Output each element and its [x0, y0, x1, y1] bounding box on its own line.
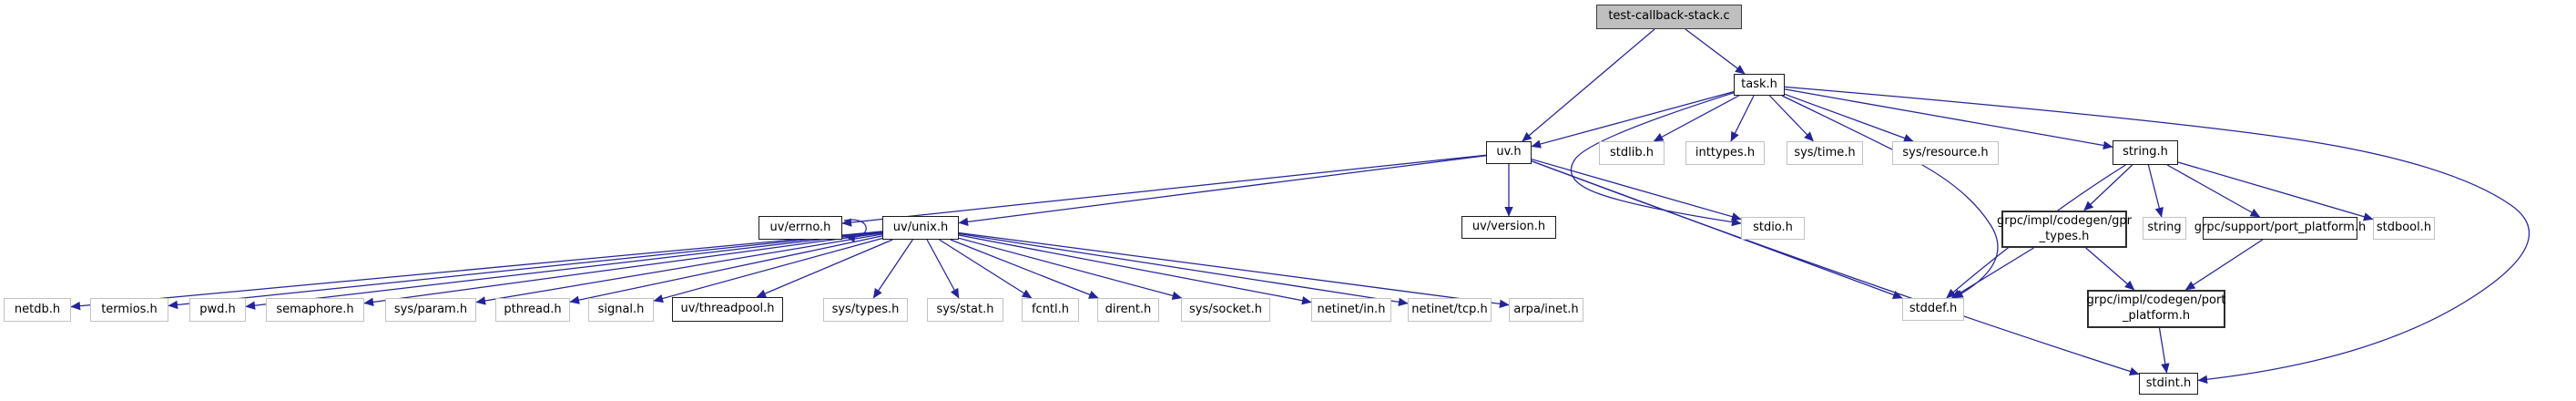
graph-node-netinet-tcp-h: netinet/tcp.h: [1408, 298, 1492, 322]
graph-node-grpc-impl-codegen-gpr_types-h[interactable]: grpc/impl/codegen/gpr _types.h: [1997, 211, 2132, 248]
graph-node-semaphore-h: semaphore.h: [266, 298, 364, 322]
include-edge-string-h-to-stdbool-h: [2177, 161, 2374, 221]
include-edge-task-h-to-stddef-h: [1781, 95, 1999, 299]
include-edge-uv-unix-h-to-pthread-h: [569, 235, 883, 304]
include-edge-uv-unix-h-to-arpa-inet-h: [958, 231, 1510, 308]
include-edge-uv-unix-h-to-sys-types-h: [872, 239, 913, 299]
include-edge-uv-unix-h-to-sys-param-h: [475, 233, 883, 305]
graph-node-stddef-h: stddef.h: [1902, 298, 1964, 321]
include-edge-uv-unix-h-to-termios-h: [168, 231, 883, 310]
graph-node-termios-h: termios.h: [90, 298, 168, 322]
graph-node-sys-resource-h: sys/resource.h: [1892, 141, 1999, 165]
include-edge-test-callback-stack-c-to-task-h: [1685, 28, 1746, 75]
include-edge-uv-unix-h-to-pwd-h: [245, 231, 883, 310]
include-edge-test-callback-stack-c-to-uv-h: [1522, 28, 1655, 142]
graph-node-inttypes-h: inttypes.h: [1685, 141, 1765, 165]
include-edge-uv-unix-h-to-netinet-tcp-h: [958, 232, 1409, 307]
graph-node-arpa-inet-h: arpa/inet.h: [1509, 298, 1583, 322]
include-edge-string-h-to-grpc-support-port_platform-h: [2166, 164, 2261, 218]
include-edge-grpc-impl-codegen-port_platform-h-to-stdint-h: [2158, 327, 2170, 374]
graph-node-pthread-h: pthread.h: [495, 298, 570, 322]
graph-node-task-h[interactable]: task.h: [1734, 74, 1785, 96]
graph-node-string-h[interactable]: string.h: [2113, 140, 2178, 165]
graph-node-stdint-h[interactable]: stdint.h: [2139, 373, 2198, 395]
include-edge-uv-unix-h-to-netinet-in-h: [958, 234, 1312, 305]
include-edge-uv-unix-h-to-sys-stat-h: [926, 239, 960, 299]
include-edge-uv-unix-h-to-dirent-h: [950, 239, 1099, 299]
include-edge-uv-h-to-uv-unix-h: [958, 155, 1487, 227]
graph-node-netdb-h: netdb.h: [4, 298, 71, 322]
graph-node-netinet-in-h: netinet/in.h: [1311, 298, 1391, 322]
graph-node-uv-unix-h[interactable]: uv/unix.h: [882, 216, 959, 240]
include-edge-uv-h-to-uv-errno-h: [841, 154, 1487, 227]
graph-node-pwd-h: pwd.h: [189, 298, 246, 322]
graph-node-stdio-h: stdio.h: [1741, 217, 1805, 240]
include-edge-uv-unix-h-to-uv-threadpool-h: [756, 239, 893, 298]
graph-node-grpc-impl-codegen-port_platform-h[interactable]: grpc/impl/codegen/port _platform.h: [2087, 290, 2225, 328]
graph-node-stdlib-h: stdlib.h: [1599, 141, 1665, 165]
include-edge-uv-h-to-stdint-h: [1531, 160, 2140, 376]
include-edge-string-h-to-grpc-impl-codegen-gpr_types-h: [2083, 164, 2133, 211]
include-edge-uv-unix-h-to-fcntl-h: [939, 239, 1033, 299]
graph-node-test-callback-stack-c: test-callback-stack.c: [1596, 5, 1742, 29]
include-edge-task-h-to-stdlib-h: [1653, 95, 1739, 142]
include-edge-grpc-support-port_platform-h-to-grpc-impl-codegen-port_platform-h: [2184, 239, 2264, 291]
graph-node-sys-stat-h: sys/stat.h: [927, 298, 1003, 322]
include-edge-uv-unix-h-to-signal-h: [653, 237, 883, 303]
include-edge-task-h-to-uv-h: [1531, 90, 1735, 149]
include-edge-task-h-to-inttypes-h: [1730, 95, 1755, 142]
graph-node-sys-types-h: sys/types.h: [823, 298, 908, 322]
include-edge-uv-unix-h-to-semaphore-h: [363, 232, 883, 307]
graph-node-sys-socket-h: sys/socket.h: [1181, 298, 1270, 322]
graph-node-stdbool-h: stdbool.h: [2373, 217, 2435, 240]
graph-node-fcntl-h: fcntl.h: [1022, 298, 1079, 322]
graph-node-uv-version-h[interactable]: uv/version.h: [1461, 216, 1556, 239]
graph-node-string: string: [2143, 217, 2186, 240]
graph-node-dirent-h: dirent.h: [1097, 298, 1159, 322]
graph-node-grpc-support-port_platform-h[interactable]: grpc/support/port_platform.h: [2194, 217, 2366, 240]
include-edge-uv-h-to-stdio-h: [1531, 159, 1742, 221]
include-edge-string-h-to-string: [2147, 164, 2164, 218]
include-edge-task-h-to-sys-resource-h: [1784, 93, 1914, 142]
include-edge-uv-unix-h-to-netdb-h: [70, 231, 883, 311]
graph-node-signal-h: signal.h: [588, 298, 654, 322]
graph-node-sys-param-h: sys/param.h: [385, 298, 476, 322]
include-edge-grpc-impl-codegen-gpr_types-h-to-grpc-impl-codegen-port_platform-h: [2085, 247, 2135, 291]
include-edge-task-h-to-string-h: [1784, 88, 2113, 150]
include-edge-uv-unix-h-to-sys-socket-h: [958, 237, 1183, 300]
graph-node-sys-time-h: sys/time.h: [1787, 141, 1863, 165]
include-edge-task-h-to-stdint-h: [1784, 86, 2530, 385]
graph-node-uv-h[interactable]: uv.h: [1486, 141, 1532, 164]
graph-node-uv-threadpool-h[interactable]: uv/threadpool.h: [672, 297, 783, 322]
graph-node-uv-errno-h[interactable]: uv/errno.h: [759, 216, 842, 240]
include-edge-grpc-impl-codegen-gpr_types-h-to-stddef-h: [1950, 247, 2034, 299]
include-edge-task-h-to-sys-time-h: [1769, 95, 1814, 142]
